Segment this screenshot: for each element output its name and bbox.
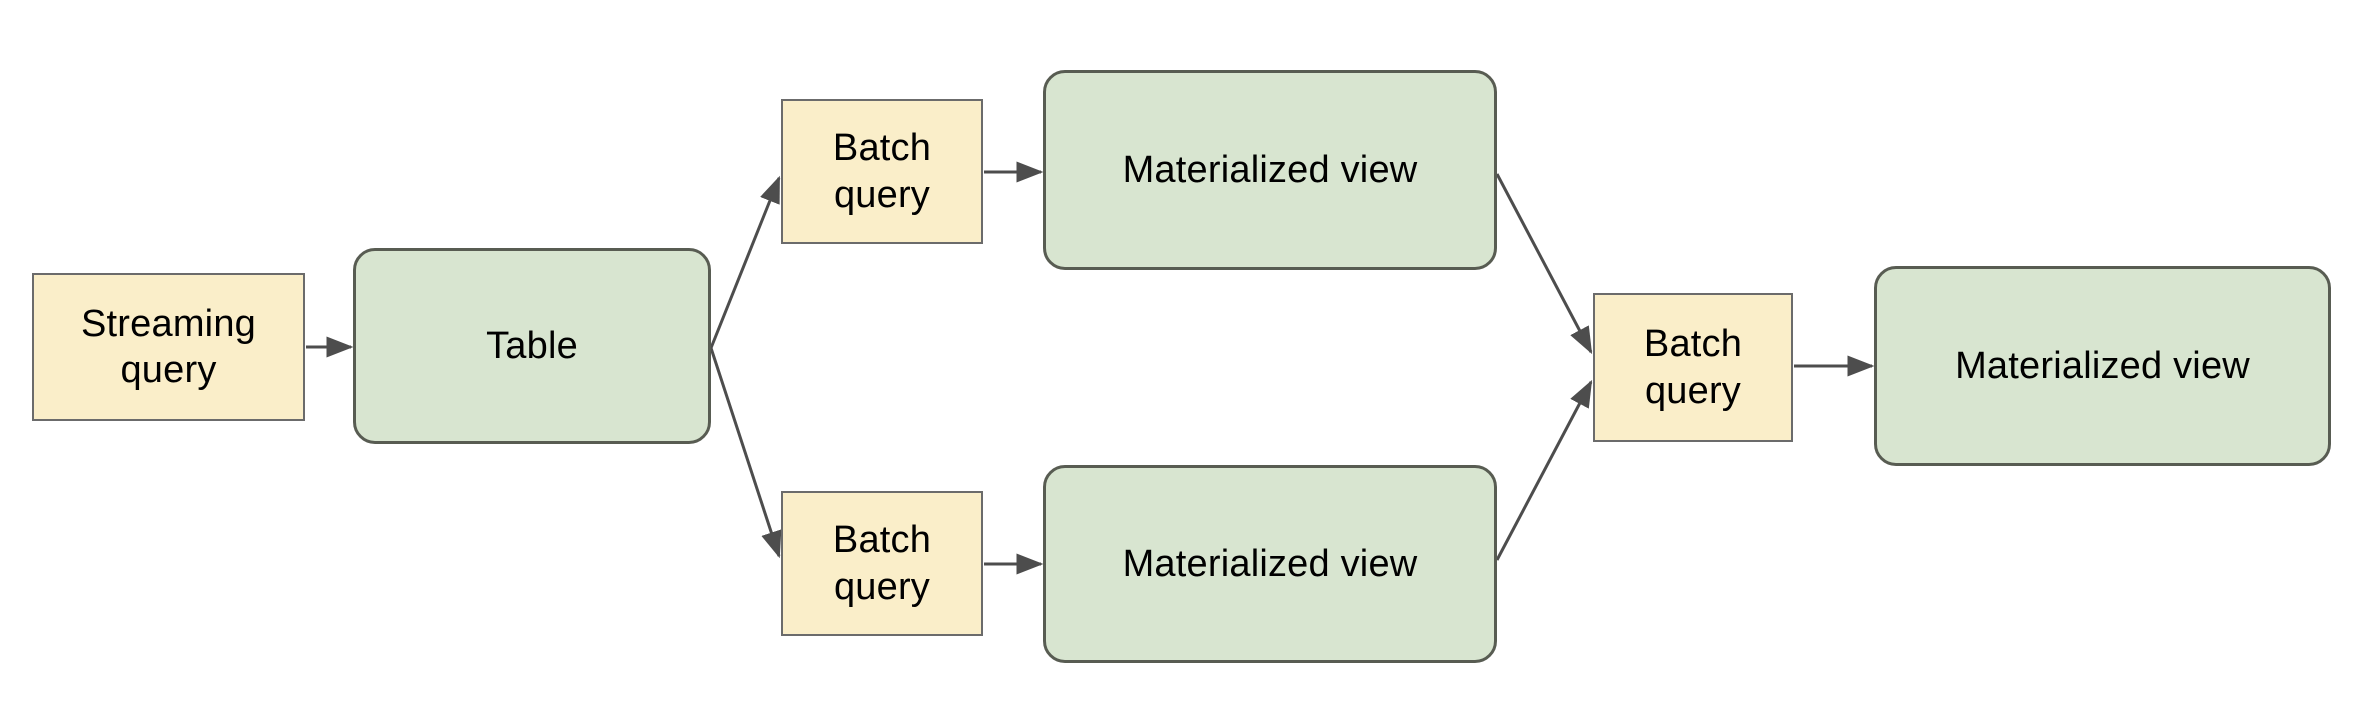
- node-materialized-view-right-label: Materialized view: [1955, 344, 2250, 387]
- node-table-label: Table: [486, 324, 578, 367]
- edge-mv-top-to-batch-merge: [1495, 173, 1593, 355]
- node-materialized-view-right[interactable]: Materialized view: [1874, 266, 2331, 466]
- edge-table-to-batch-top: [709, 175, 781, 349]
- node-batch-query-top-label: Batch query: [832, 127, 932, 216]
- node-materialized-view-bottom[interactable]: Materialized view: [1043, 465, 1497, 663]
- node-batch-query-merge-label: Batch query: [1643, 323, 1743, 412]
- edge-table-to-batch-bottom: [709, 347, 782, 559]
- node-table[interactable]: Table: [353, 248, 711, 444]
- node-batch-query-merge[interactable]: Batch query: [1593, 293, 1793, 442]
- node-batch-query-top[interactable]: Batch query: [781, 99, 983, 244]
- edge-mv-bottom-to-batch-merge: [1495, 379, 1593, 561]
- node-materialized-view-bottom-label: Materialized view: [1122, 542, 1418, 585]
- node-materialized-view-top[interactable]: Materialized view: [1043, 70, 1497, 270]
- node-batch-query-bottom-label: Batch query: [832, 519, 932, 608]
- node-materialized-view-top-label: Materialized view: [1122, 148, 1418, 191]
- node-batch-query-bottom[interactable]: Batch query: [781, 491, 983, 636]
- node-streaming-query-label: Streaming query: [81, 302, 256, 391]
- node-streaming-query[interactable]: Streaming query: [32, 273, 305, 421]
